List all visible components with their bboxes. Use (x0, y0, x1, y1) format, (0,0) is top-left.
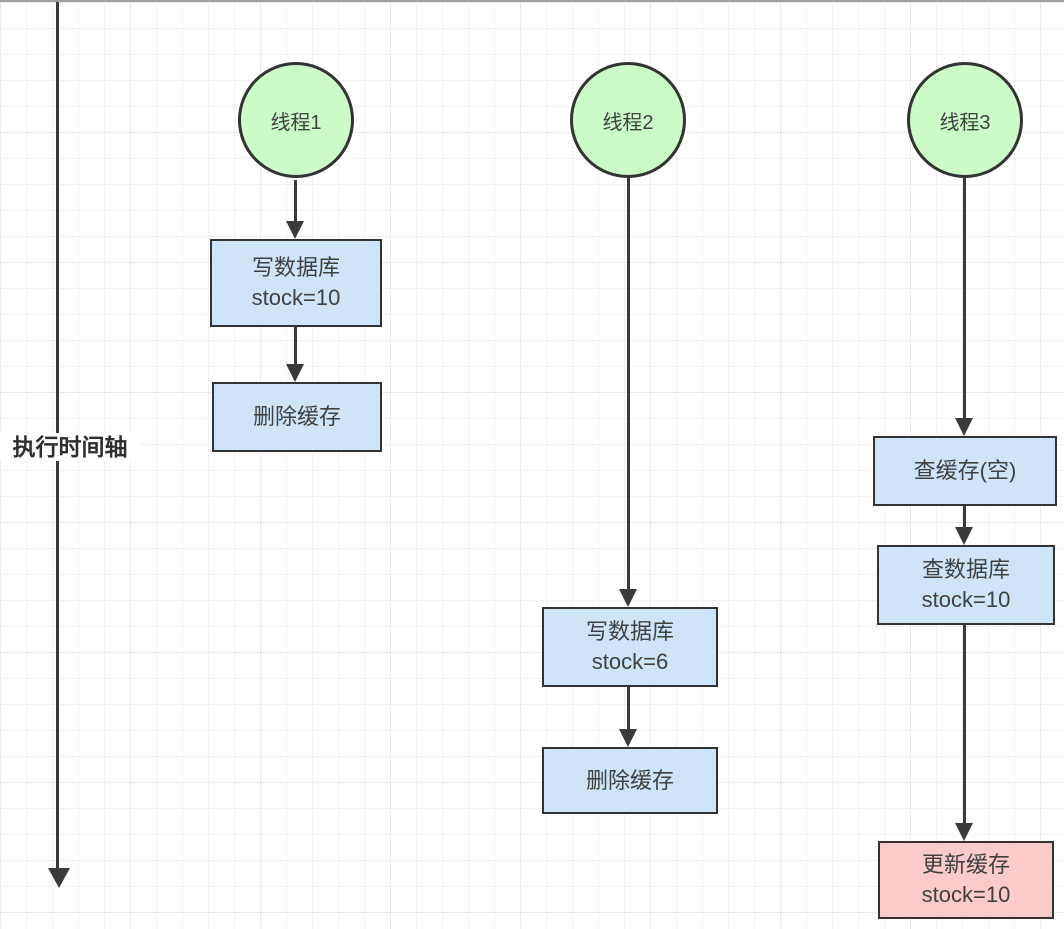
thread2-step2-box[interactable]: 删除缓存 (542, 747, 718, 814)
step-label: 删除缓存 (252, 404, 341, 429)
step-label: 更新缓存 (921, 852, 1010, 877)
thread3-step2-box[interactable]: 查数据库 stock=10 (877, 545, 1055, 625)
thread3-step1-box[interactable]: 查缓存(空) (873, 436, 1057, 506)
step-value: stock=10 (251, 285, 341, 310)
arrowhead-icon (286, 221, 304, 239)
thread2-step1-box[interactable]: 写数据库 stock=6 (542, 607, 718, 687)
thread3-arrow-3[interactable] (963, 625, 966, 827)
thread1-arrow-1[interactable] (294, 180, 297, 225)
step-label: 写数据库 (585, 619, 674, 644)
thread3-circle[interactable]: 线程3 (907, 62, 1023, 178)
thread3-arrow-2[interactable] (963, 506, 966, 531)
thread1-arrow-2[interactable] (294, 327, 297, 368)
arrowhead-icon (955, 418, 973, 436)
step-label: 删除缓存 (585, 767, 674, 793)
thread1-circle[interactable]: 线程1 (238, 62, 354, 178)
thread2-circle[interactable]: 线程2 (570, 62, 686, 178)
thread2-name: 线程2 (602, 111, 654, 134)
step-value: stock=10 (921, 882, 1011, 907)
thread1-step2-box[interactable]: 删除缓存 (212, 382, 382, 452)
arrowhead-icon (955, 823, 973, 841)
thread3-step3-box[interactable]: 更新缓存 stock=10 (878, 841, 1054, 919)
thread1-step1-box[interactable]: 写数据库 stock=10 (210, 239, 382, 327)
timeline-arrowhead-icon (48, 868, 70, 888)
arrowhead-icon (955, 527, 973, 545)
thread1-name: 线程1 (270, 111, 322, 134)
step-label: 查数据库 (921, 557, 1010, 582)
step-label: 写数据库 (251, 255, 340, 280)
thread3-arrow-1[interactable] (963, 178, 966, 422)
timeline-label[interactable]: 执行时间轴 (0, 433, 140, 461)
thread3-name: 线程3 (939, 111, 991, 134)
arrowhead-icon (619, 729, 637, 747)
arrowhead-icon (619, 589, 637, 607)
thread2-arrow-1[interactable] (627, 178, 630, 593)
step-value: stock=6 (591, 649, 669, 674)
arrowhead-icon (286, 364, 304, 382)
step-value: stock=10 (921, 587, 1011, 612)
thread2-arrow-2[interactable] (627, 687, 630, 733)
step-label: 查缓存(空) (913, 458, 1017, 483)
